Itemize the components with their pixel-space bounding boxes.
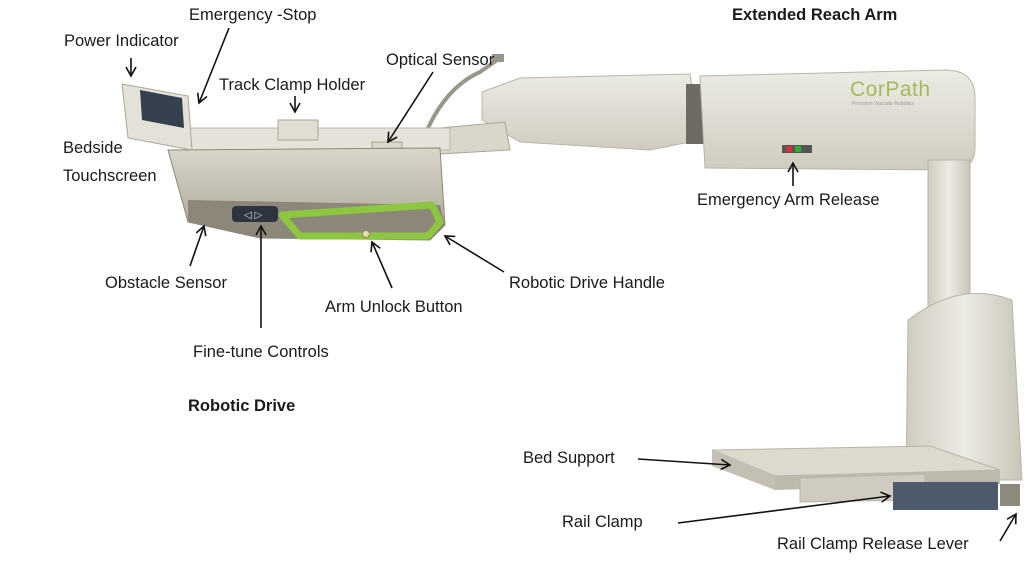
label-rail-clamp: Rail Clamp bbox=[562, 513, 643, 531]
arrow-optical-sensor bbox=[387, 71, 434, 144]
arrow-bed-support bbox=[637, 458, 732, 471]
label-robotic-drive-handle: Robotic Drive Handle bbox=[509, 274, 665, 292]
label-track-clamp-holder: Track Clamp Holder bbox=[219, 76, 366, 94]
arrow-rail-clamp-release-lever bbox=[999, 512, 1017, 542]
arrow-arm-unlock-button bbox=[370, 240, 393, 289]
label-emergency-arm-release: Emergency Arm Release bbox=[697, 191, 880, 209]
label-power-indicator: Power Indicator bbox=[64, 32, 179, 50]
label-arm-unlock-button: Arm Unlock Button bbox=[325, 298, 463, 316]
rail-clamp-shape bbox=[893, 482, 998, 510]
label-bedside: Bedside bbox=[63, 139, 123, 157]
arrow-rail-clamp bbox=[677, 491, 892, 524]
label-obstacle-sensor: Obstacle Sensor bbox=[105, 274, 227, 292]
extended-reach-arm-shape bbox=[481, 69, 976, 171]
svg-text:◁ ▷: ◁ ▷ bbox=[244, 210, 262, 221]
label-robotic-drive: Robotic Drive bbox=[188, 397, 296, 415]
fine-tune-controls-shape bbox=[232, 206, 278, 222]
label-extended-reach-arm: Extended Reach Arm bbox=[732, 6, 898, 24]
bedside-touchscreen-shape bbox=[121, 83, 193, 151]
support-column-shape bbox=[905, 159, 1023, 481]
rail-clamp-release-lever-shape bbox=[1000, 484, 1020, 506]
arrow-obstacle-sensor bbox=[189, 224, 207, 267]
arrow-robotic-drive-handle bbox=[443, 235, 505, 273]
label-bed-support: Bed Support bbox=[523, 449, 615, 467]
corpath-logo-subtext: Precision Vascular Robotics bbox=[852, 101, 914, 107]
label-optical-sensor: Optical Sensor bbox=[386, 51, 495, 69]
leader-arrows bbox=[125, 27, 1017, 542]
arrow-emergency-stop bbox=[196, 27, 230, 105]
label-touchscreen: Touchscreen bbox=[63, 167, 157, 185]
label-rail-clamp-release-lever: Rail Clamp Release Lever bbox=[777, 535, 969, 553]
label-fine-tune-controls: Fine-tune Controls bbox=[193, 343, 329, 361]
robotic-drive-shape: ◁ ▷ bbox=[167, 119, 511, 241]
corpath-logo: CorPath bbox=[850, 78, 931, 101]
label-emergency-stop: Emergency -Stop bbox=[189, 6, 317, 24]
